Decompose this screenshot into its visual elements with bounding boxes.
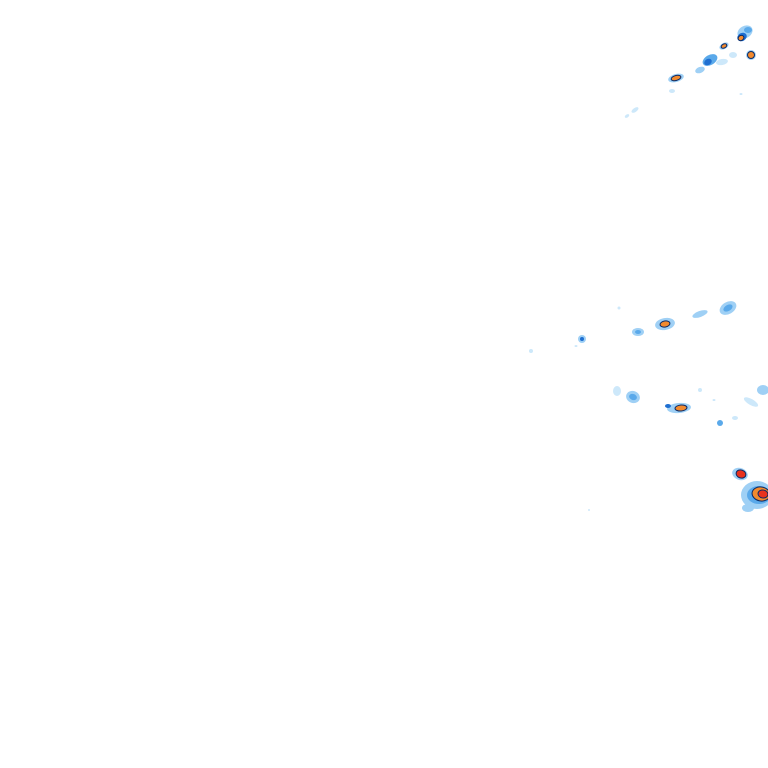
echo-orange-5 bbox=[747, 51, 755, 59]
echo-very-light-12 bbox=[729, 52, 737, 58]
echo-light-40 bbox=[757, 385, 768, 395]
echo-very-light-33 bbox=[613, 386, 621, 396]
echo-medium-25 bbox=[635, 330, 641, 334]
echo-very-light-18 bbox=[739, 93, 743, 95]
echo-medium-20 bbox=[723, 304, 733, 312]
echo-very-light-11 bbox=[716, 58, 728, 66]
echo-medium-32 bbox=[629, 393, 637, 401]
echo-dark-36 bbox=[665, 404, 671, 408]
echo-very-light-41 bbox=[698, 388, 702, 392]
echo-orange-7 bbox=[720, 43, 728, 49]
echo-orange-35 bbox=[674, 404, 688, 412]
echo-dark-27 bbox=[580, 337, 584, 341]
echo-orange-23 bbox=[659, 320, 671, 328]
echo-light-10 bbox=[695, 66, 705, 74]
echo-very-light-15 bbox=[669, 89, 675, 93]
echo-light-49 bbox=[742, 504, 754, 512]
echo-dark-9 bbox=[704, 58, 712, 66]
echo-very-light-17 bbox=[624, 114, 630, 118]
echo-red-44 bbox=[735, 469, 747, 479]
echo-very-light-39 bbox=[743, 397, 759, 407]
echo-very-light-29 bbox=[617, 306, 621, 310]
echo-very-light-30 bbox=[574, 345, 578, 347]
echo-very-light-50 bbox=[588, 509, 590, 511]
echo-very-light-42 bbox=[712, 399, 716, 401]
precipitation-echo-layer bbox=[529, 25, 768, 512]
echo-medium-3 bbox=[744, 27, 752, 33]
echo-very-light-28 bbox=[529, 349, 533, 353]
echo-very-light-38 bbox=[732, 416, 738, 420]
echo-orange-2 bbox=[737, 34, 745, 42]
echo-very-light-16 bbox=[631, 107, 639, 113]
echo-medium-37 bbox=[717, 420, 723, 426]
echo-orange-14 bbox=[670, 74, 682, 82]
echo-light-21 bbox=[692, 310, 708, 318]
